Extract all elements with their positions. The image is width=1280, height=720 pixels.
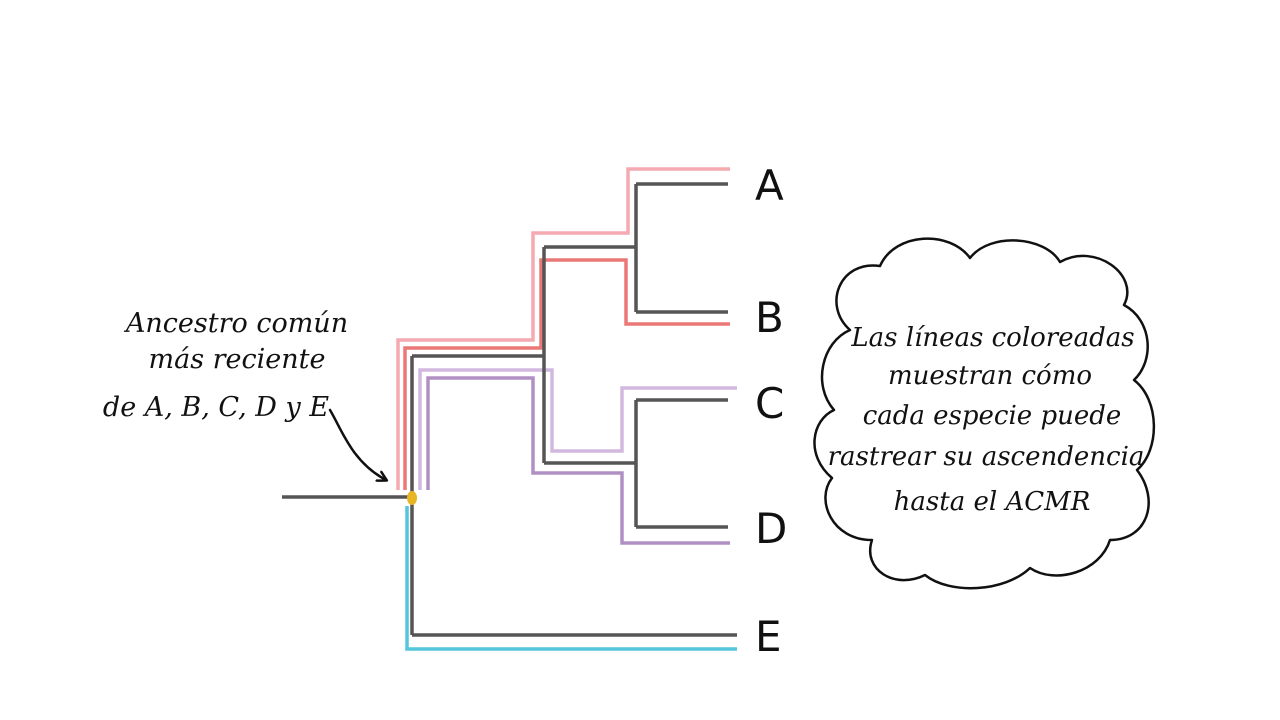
cloud-note-line-1: Las líneas coloreadas [850,323,1134,353]
lineage-path-e [405,506,737,651]
mrca-node [407,491,417,505]
cloud-shape [813,237,1156,590]
taxon-label-b: B [755,293,784,342]
taxon-label-e: E [755,612,782,661]
ancestor-note-line-3: de A, B, C, D y E [103,392,329,423]
taxon-label-d: D [755,504,787,553]
taxon-label-c: C [755,379,784,428]
lineage-path-c [418,368,737,490]
lineage-path-b [403,258,730,490]
lineage-path-a [396,167,730,490]
ancestor-note-line-2: más reciente [149,344,326,375]
cloud-note-line-4: rastrear su ascendencia [828,442,1145,472]
taxon-label-a: A [755,161,784,210]
cloud-note-line-2: muestran cómo [888,361,1092,391]
pointer-arrow [328,408,386,480]
ancestor-annotation: Ancestro común más reciente de A, B, C, … [103,308,386,480]
cloud-note-line-3: cada especie puede [863,401,1122,431]
cloud-note-line-5: hasta el ACMR [894,487,1091,517]
ancestor-note-line-1: Ancestro común [123,308,348,339]
lineage-path-d [426,376,730,545]
cloud-annotation: Las líneas coloreadas muestran cómo cada… [813,237,1156,590]
tree-branches [282,182,737,637]
